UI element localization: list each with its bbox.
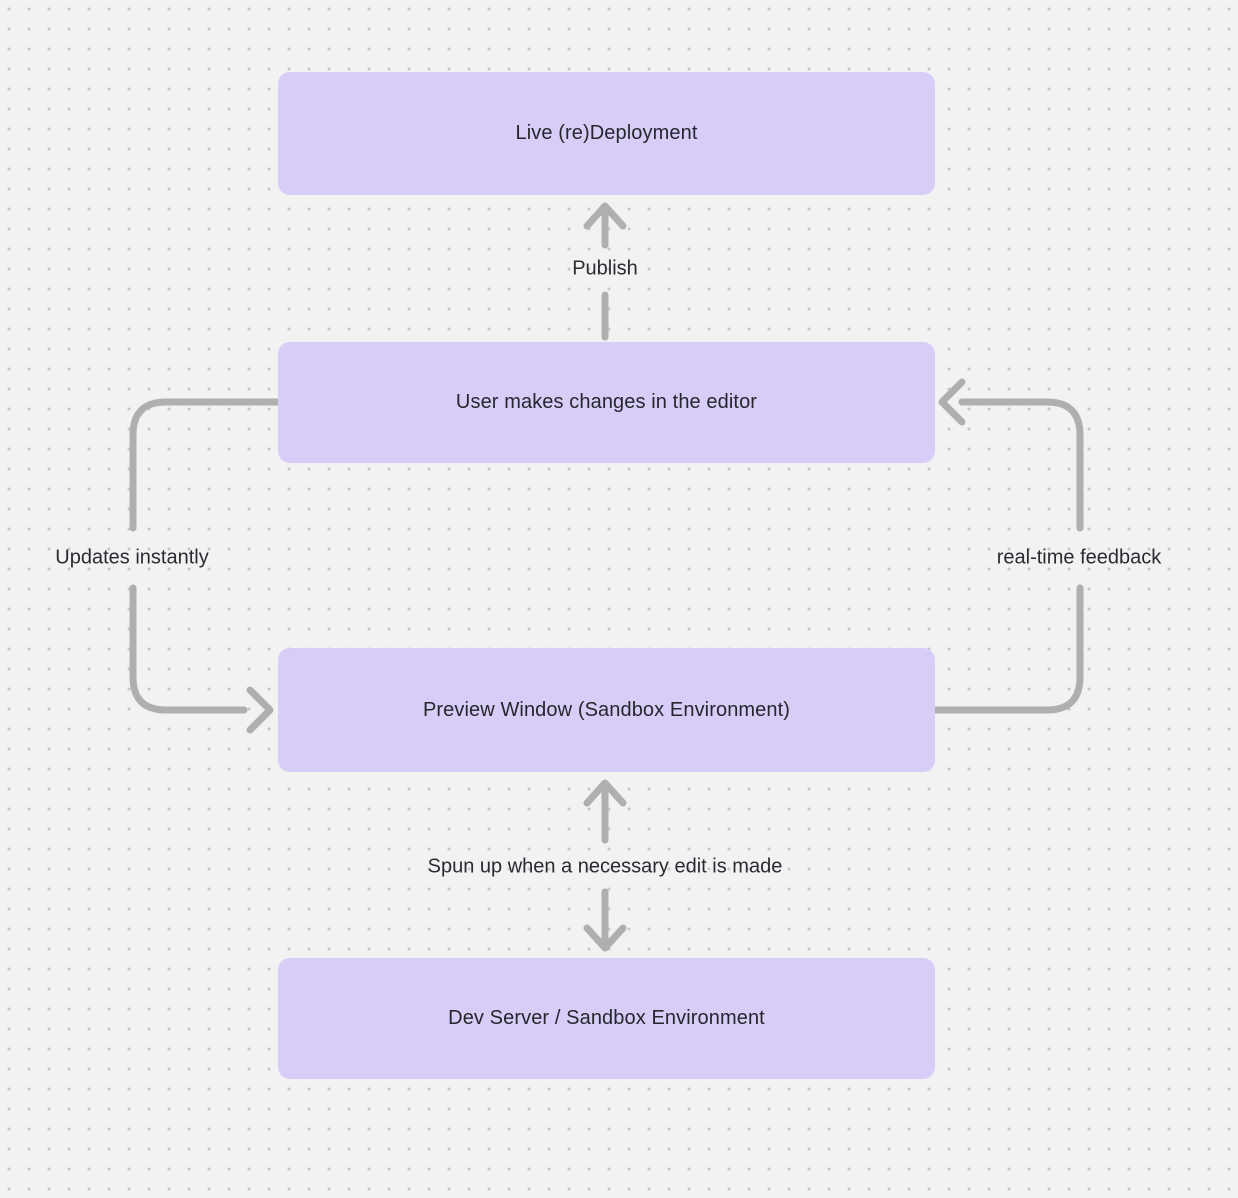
edge-label-publish: Publish: [572, 257, 638, 280]
arrowhead-right-icon: [246, 686, 274, 734]
arrowhead-up-icon: [583, 779, 627, 807]
node-dev-server-label: Dev Server / Sandbox Environment: [448, 1007, 765, 1029]
arrowhead-down-icon: [583, 924, 627, 952]
node-preview-window[interactable]: Preview Window (Sandbox Environment): [278, 648, 935, 772]
node-live-redeployment-label: Live (re)Deployment: [515, 122, 698, 144]
edge-label-spun-up: Spun up when a necessary edit is made: [427, 855, 783, 878]
arrowhead-left-icon: [938, 378, 966, 426]
node-user-editor[interactable]: User makes changes in the editor: [278, 342, 935, 463]
edge-label-real-time-feedback: real-time feedback: [996, 546, 1162, 569]
node-dev-server[interactable]: Dev Server / Sandbox Environment: [278, 958, 935, 1079]
edge-label-updates-instantly: Updates instantly: [55, 546, 209, 569]
arrowhead-up-icon: [583, 202, 627, 230]
node-user-editor-label: User makes changes in the editor: [455, 391, 758, 413]
node-preview-window-label: Preview Window (Sandbox Environment): [422, 698, 791, 721]
node-live-redeployment[interactable]: Live (re)Deployment: [278, 72, 935, 195]
